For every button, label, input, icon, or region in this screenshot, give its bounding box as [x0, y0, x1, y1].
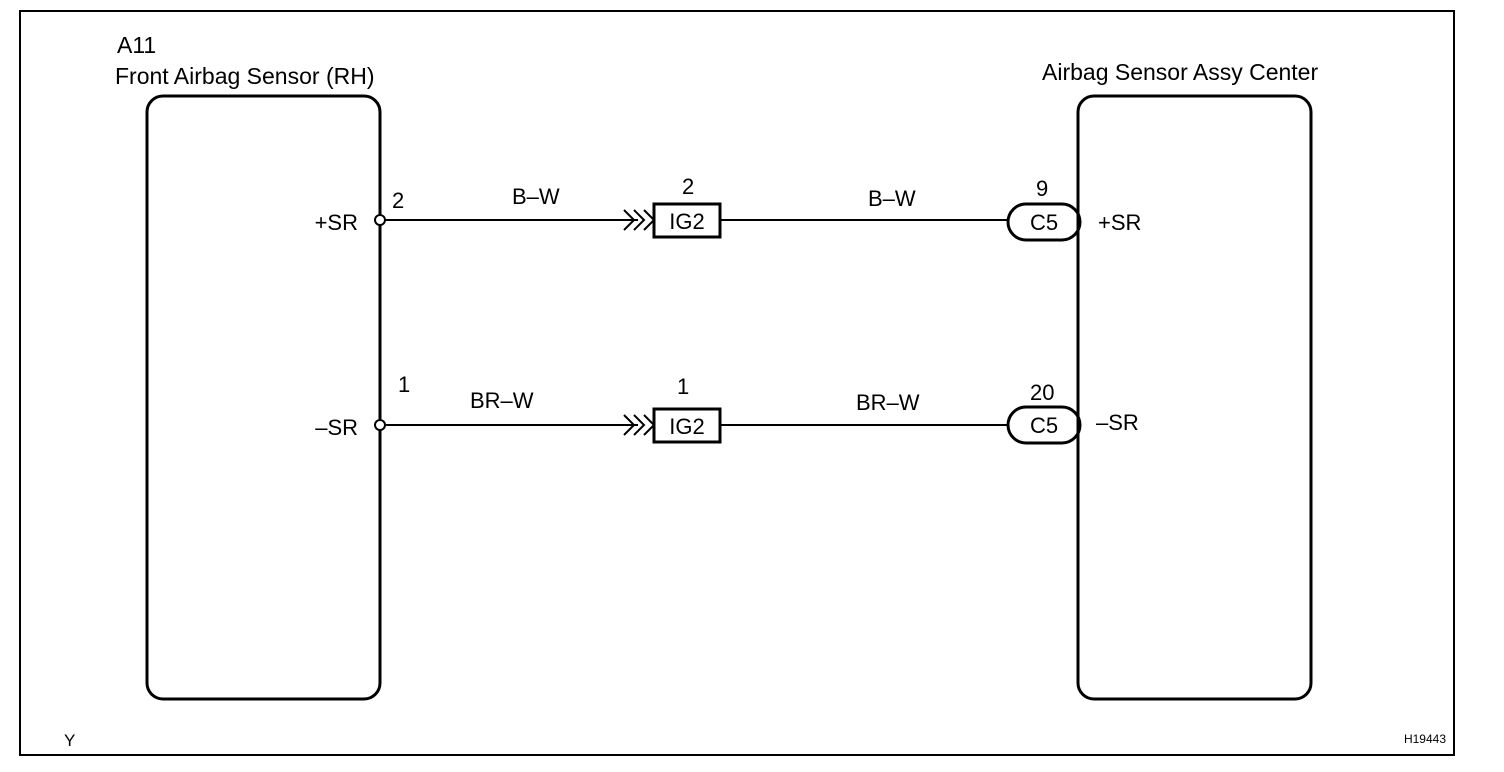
right-connector-label-plus: C5 [1030, 210, 1058, 235]
left-terminal-point-minus [374, 419, 386, 431]
right-connector-c5-minus [1006, 405, 1082, 445]
left-terminal-signal-minus: –SR [315, 415, 358, 440]
junction-label-minus: IG2 [669, 414, 704, 439]
wire-color-left-minus: BR–W [470, 388, 534, 413]
left-terminal-pin-1: 1 [398, 372, 410, 397]
left-component-name: Front Airbag Sensor (RH) [115, 63, 374, 89]
left-terminal-signal-plus: +SR [315, 210, 358, 235]
left-terminal-pin-2: 2 [392, 188, 404, 213]
wire-color-right-plus: B–W [868, 186, 916, 211]
left-component-code: A11 [117, 32, 156, 58]
wire-minus-sr: –SR 1 BR–W 1 IG2 BR–W 20 C5 –SR [315, 372, 1139, 445]
diagram-frame [19, 10, 1455, 756]
left-component-box [145, 94, 382, 701]
right-terminal-pin-20: 20 [1030, 380, 1054, 405]
right-component-name: Airbag Sensor Assy Center [1042, 59, 1318, 85]
right-terminal-signal-plus: +SR [1098, 210, 1141, 235]
junction-pin-2: 2 [682, 174, 694, 199]
junction-pin-1: 1 [677, 374, 689, 399]
left-terminal-point-plus [374, 214, 386, 226]
corner-letter: Y [64, 731, 75, 750]
junction-label-plus: IG2 [669, 209, 704, 234]
right-terminal-signal-minus: –SR [1096, 410, 1139, 435]
figure-id: H19443 [1404, 732, 1446, 746]
right-component-box [1076, 94, 1313, 701]
wire-color-right-minus: BR–W [856, 390, 920, 415]
wire-color-left-plus: B–W [512, 184, 560, 209]
wire-plus-sr: +SR 2 B–W 2 IG2 B–W 9 C5 +SR [315, 174, 1141, 242]
right-connector-label-minus: C5 [1030, 413, 1058, 438]
right-connector-c5-plus [1006, 202, 1082, 242]
right-terminal-pin-9: 9 [1036, 176, 1048, 201]
